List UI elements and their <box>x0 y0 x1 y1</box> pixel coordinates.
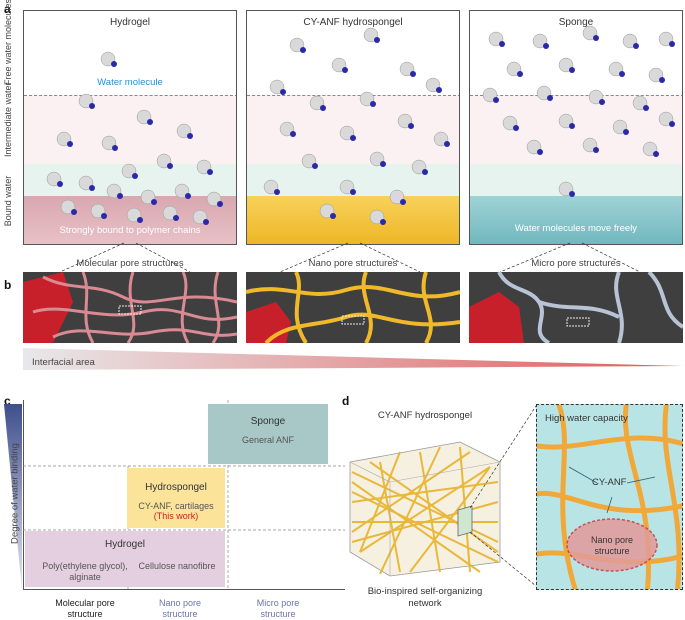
hydrogel-example-cnf: Cellulose nanofibre <box>138 561 216 571</box>
hydrospongel-title: CY-ANF hydrospongel <box>303 17 403 28</box>
zoom-title: High water capacity <box>545 413 628 424</box>
sponge-title: Sponge <box>558 17 594 28</box>
sponge-box-example: General ANF <box>241 435 295 445</box>
micro-pore-image <box>469 272 683 343</box>
molecular-pore-image <box>23 272 237 343</box>
sponge-layer <box>470 196 682 244</box>
bound-zone <box>470 164 682 196</box>
hydrogel-box: Hydrogel Poly(ethylene glycol), alginate… <box>25 531 225 587</box>
interfacial-area-label: Interfacial area <box>32 357 95 368</box>
x-tick-molecular: Molecular pore structure <box>55 598 115 619</box>
hydrospongel-box-example: CY-ANF, cartilages <box>138 501 214 511</box>
hydrogel-note: Strongly bound to polymer chains <box>59 225 201 236</box>
water-binding-wedge <box>4 404 22 590</box>
sponge-box: Sponge General ANF <box>208 404 328 464</box>
hydrogel-panel: Hydrogel Water molecule Strongly bound t… <box>23 10 237 245</box>
zoom-dashed-lines <box>59 242 641 273</box>
panel-a-label: a <box>4 2 11 16</box>
intermediate-zone <box>24 95 236 166</box>
cube-caption: Bio-inspired self-organizing network <box>367 586 483 609</box>
hydrogel-example-peg: Poly(ethylene glycol), alginate <box>42 561 128 582</box>
zoom-fibre-network <box>537 405 682 589</box>
hydrospongel-molecules <box>263 27 450 225</box>
hydrogel-title: Hydrogel <box>109 17 151 28</box>
sponge-note: Water molecules move freely <box>514 223 638 234</box>
hydrogel-molecules <box>46 51 223 225</box>
nano-pore-image <box>246 272 460 343</box>
panel-d-label: d <box>342 394 350 408</box>
caption-molecular-pore: Molecular pore structures <box>76 258 184 269</box>
hydrogel-box-title: Hydrogel <box>104 539 146 550</box>
y-axis-label: Degree of water binding <box>9 443 21 544</box>
water-molecule-label: Water molecule <box>97 77 163 88</box>
plot-area <box>23 400 345 590</box>
zoom-lines-d <box>470 405 537 587</box>
interfacial-area-wedge <box>23 348 683 370</box>
zoom-box: High water capacity CY-ANF Nano pore str… <box>536 404 683 590</box>
panel-b-label: b <box>4 278 12 292</box>
caption-nano-pore: Nano pore structures <box>308 258 398 269</box>
sponge-panel: Sponge Water molecules move freely <box>469 10 683 245</box>
caption-micro-pore: Micro pore structures <box>531 258 621 269</box>
cube-title: CY-ANF hydrospongel <box>377 410 473 421</box>
x-tick-micro: Micro pore structure <box>256 598 300 619</box>
sponge-box-title: Sponge <box>250 416 286 427</box>
panel-c-label: c <box>4 394 11 408</box>
hydrospongel-box-title: Hydrospongel <box>145 482 207 493</box>
x-tick-nano: Nano pore structure <box>158 598 202 619</box>
hydrospongel-panel: CY-ANF hydrospongel <box>246 10 460 245</box>
fibre-cube-image <box>349 441 501 577</box>
sponge-molecules <box>482 25 675 197</box>
fibre-label: CY-ANF <box>592 477 627 488</box>
this-work-label: (This work) <box>153 511 199 521</box>
hydrospongel-box: Hydrospongel CY-ANF, cartilages (This wo… <box>127 468 225 528</box>
hydrospongel-layer <box>247 196 459 244</box>
pore-label: Nano pore structure <box>590 535 634 556</box>
